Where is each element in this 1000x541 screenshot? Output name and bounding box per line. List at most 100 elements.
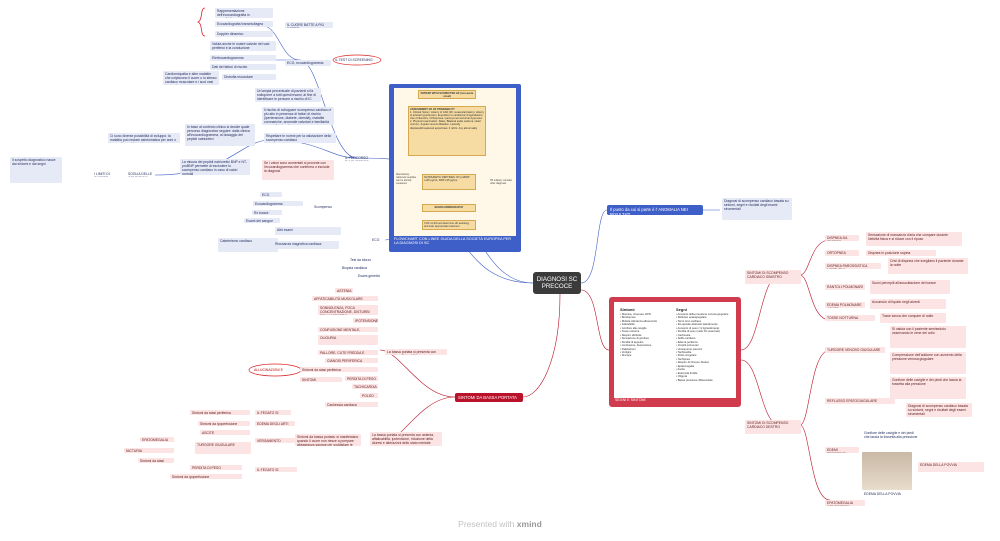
node-scompenso[interactable]: Scompenso sistolico e diastolico xyxy=(314,205,332,209)
node-mid-5[interactable]: Se i valori sono aumentati si procede co… xyxy=(262,160,334,180)
node-portata-desc-2[interactable]: La bassa portata si presenta con astenia… xyxy=(370,432,442,446)
node-affaticabilita[interactable]: AFFATICABILITÀ MUSCOLARE xyxy=(312,296,378,301)
branch-anomalia[interactable]: Il punto da cui si parte è l' ANOMALIA N… xyxy=(607,205,703,217)
node-genetic[interactable]: Esami genetici xyxy=(358,274,381,278)
node-top-2[interactable]: Ecocardiografia transesofagea xyxy=(215,21,273,27)
link-right-blue xyxy=(580,209,608,284)
node-tvg-desc-2[interactable]: Compressione dell'addome con aumento del… xyxy=(890,352,966,374)
node-sonnolenza[interactable]: SONNOLENZA, POCA CONCENTRAZIONE, DISTURB… xyxy=(318,305,378,315)
node-test[interactable]: Test da sforzo xyxy=(350,258,372,262)
node-rmn[interactable]: Risonanza magnetica cardiaca xyxy=(273,241,339,249)
node-epatomegalia[interactable]: EPATOMEGALIA CONGESTIZIA xyxy=(825,500,865,506)
node-altri[interactable]: Altri esami xyxy=(275,227,341,235)
node-eap-desc[interactable]: Accumulo di liquido negli alveoli xyxy=(870,299,946,309)
node-mid-2[interactable]: In base al contesto clinico si decide qu… xyxy=(185,124,255,146)
node-ipoperfusione[interactable]: Sintomi da ipoperfusione xyxy=(198,421,250,426)
node-ortopnea-desc[interactable]: Dispnea in posizione supina xyxy=(866,250,936,256)
node-cath[interactable]: Cateterismo cardiaco xyxy=(218,238,278,252)
node-ascite[interactable]: ASCITE xyxy=(200,430,250,435)
node-dispnea-desc[interactable]: Sensazione di mancanza d'aria che compar… xyxy=(866,232,962,246)
node-top-1[interactable]: Rappresentazione dell'ecocardiografia in… xyxy=(215,8,273,18)
node-oliguria[interactable]: OLIGURIA xyxy=(318,335,378,345)
node-right-blue-sub[interactable]: Diagnosi di scompenso cardiaco basata su… xyxy=(722,198,792,220)
node-polso[interactable]: POLSO PICCOLO xyxy=(360,393,378,398)
node-tosse-desc[interactable]: Tosse secca che compare di notte xyxy=(880,313,946,323)
node-photo-desc[interactable]: EDEMA DELLA POVVIA xyxy=(918,462,984,472)
node-perdita-2[interactable]: PERDITA DI PESO xyxy=(190,465,242,470)
node-sx-heart[interactable]: SINTOMI DI SCOMPENSO CARDIACO SINISTRO xyxy=(745,270,801,284)
node-top-5[interactable]: Valuta anche le nostre valvole dei vasi … xyxy=(210,41,276,51)
node-ipotensione[interactable]: IPOTENSIONE xyxy=(353,318,378,323)
node-rantoli[interactable]: RANTOLI POLMONARI xyxy=(825,284,865,290)
node-top-3[interactable]: Doppler dinamico xyxy=(215,31,273,37)
sign-item-19: • Bassa pressione differenziale xyxy=(676,378,713,382)
node-top-9[interactable]: Cardiomiopatia e altre malattie che colp… xyxy=(163,71,219,85)
node-fegato-2[interactable]: IL FEGATO SI INGROSSA xyxy=(255,467,297,472)
node-reflux[interactable]: REFLUSSO EPATOGIUGULARE xyxy=(825,398,895,404)
node-perdita[interactable]: PERDITA DI PESO xyxy=(345,376,378,381)
node-top-12[interactable]: Un'ampia percentuale di pazienti si fa s… xyxy=(255,88,321,102)
node-ecg-main[interactable]: ECG xyxy=(372,238,380,242)
node-mid-3[interactable]: Rispettare le norme per la valutazione d… xyxy=(264,133,336,143)
node-dx-heart[interactable]: SINTOMI DI SCOMPENSO CARDIACO DESTRO xyxy=(745,420,801,434)
node-top-6[interactable]: Elettrocardiogramma xyxy=(210,55,276,61)
node-dpn-desc[interactable]: Crisi di dispnea che svegliano il pazien… xyxy=(888,258,968,274)
node-esami[interactable]: Esami del sangue xyxy=(244,218,280,223)
node-left-3[interactable]: I LIMITI DI QUESTO xyxy=(94,172,110,177)
node-portata-desc[interactable]: Sintomi da bassa portata: si manifestano… xyxy=(295,434,361,446)
node-mid-4[interactable]: La misura dei peptidi natriuretici BNP e… xyxy=(180,159,250,175)
node-gastro[interactable]: SINTOMI GASTROINTESTINALI xyxy=(300,377,342,382)
node-biopsy[interactable]: Biopsia cardiaca xyxy=(342,266,367,270)
node-pallore[interactable]: PALLORE, CUTE FREDDA E SUDATA xyxy=(318,350,378,355)
node-tachi[interactable]: TACHICARDIA xyxy=(352,384,378,389)
flowchart-card[interactable]: PATIENT WITH SUSPECTED HF (non-acute ons… xyxy=(389,84,521,252)
node-tosse[interactable]: TOSSE NOTTURNA xyxy=(825,315,875,321)
node-confusione[interactable]: CONFUSIONE MENTALE, LIPOTIMIA xyxy=(318,327,378,332)
node-top-8[interactable]: ECG, ecocardiogramma xyxy=(285,60,331,66)
node-edemi-desc[interactable]: Gonfiore delle caviglie e dei piedi che … xyxy=(864,431,918,440)
sign-item-15: • Epatomegalia xyxy=(676,364,695,368)
node-cachessia[interactable]: Cachessia cardiaca xyxy=(325,402,378,407)
node-left-4[interactable]: SOGLIA DELLE CONDIZIONI xyxy=(128,172,153,177)
node-left-1[interactable]: Ci sono diverse possibilità di sviluppo:… xyxy=(108,133,180,143)
node-rantoli-desc[interactable]: Suoni percepiti all'auscultazione del to… xyxy=(870,280,950,294)
node-stasi-2[interactable]: Sintomi da stasi periferica xyxy=(138,458,174,463)
node-epato[interactable]: EPATOMEGALIA xyxy=(140,437,174,442)
symptom-item-4: • Gonfiore alle caviglie xyxy=(620,326,647,330)
node-cianosi[interactable]: CIANOSI PERIFERICA xyxy=(325,358,378,363)
node-edemi[interactable]: EDEMI PERIFERICI xyxy=(825,447,859,453)
node-astenia[interactable]: ASTENIA xyxy=(335,288,353,293)
node-echo[interactable]: Ecocardiogramma xyxy=(253,201,303,206)
node-tachicardia[interactable]: Sintomi da stasi periferica xyxy=(300,367,378,372)
node-fegato[interactable]: IL FEGATO SI INGROSSA xyxy=(255,410,291,415)
signs-card[interactable]: Sintomi • Dispnea, ortopnea, DPN• Bendop… xyxy=(609,297,741,407)
node-turgore[interactable]: TURGORE GIUGULARE xyxy=(195,442,251,454)
node-percorso[interactable]: IL PERCORSO DIAGNOSTICO xyxy=(345,156,369,161)
node-top-4[interactable]: IL CUORE BATTE A PIÙ BATTITI xyxy=(285,22,333,28)
node-allucinazioni[interactable]: ALLUCINAZIONI E DISTURBI DEL SONNO xyxy=(254,368,283,372)
fc-left: Alternatively: natriuretic peptides can … xyxy=(396,173,417,185)
node-tvg-desc[interactable]: Si valuta con il paziente semiseduto oss… xyxy=(890,326,966,348)
node-ortopnea[interactable]: ORTOPNEA xyxy=(825,250,859,256)
node-eap[interactable]: EDEMA POLMONARE ACUTO xyxy=(825,302,865,308)
node-edema-arti[interactable]: EDEMA DEGLI ARTI INFERIORI xyxy=(255,421,295,426)
node-ecg[interactable]: ECG xyxy=(260,192,282,197)
node-ipoperfusione-2[interactable]: Sintomi da ipoperfusione xyxy=(170,474,242,479)
node-dispnea[interactable]: DISPNEA DA SFORZO xyxy=(825,235,859,241)
node-reflux-desc[interactable]: Gonfiore delle caviglie e dei piedi che … xyxy=(890,377,966,399)
branch-bassa-portata[interactable]: SINTOMI DA BASSA PORTATA xyxy=(455,393,523,402)
node-nicturia[interactable]: NICTURIA xyxy=(124,448,174,453)
node-dpn[interactable]: DISPNEA PAROSSISTICA NOTTURNA xyxy=(825,263,881,269)
node-reflux-desc-2[interactable]: Diagnosi di scompenso cardiaco basata su… xyxy=(906,403,972,417)
node-mid-1[interactable]: Il rischio di sviluppare scompenso cardi… xyxy=(262,107,334,125)
node-top-10[interactable]: Distrofia muscolare xyxy=(222,74,276,80)
node-left-2[interactable]: Il sospetto diagnostico nasce dai sintom… xyxy=(10,157,62,183)
central-topic[interactable]: DIAGNOSI SC PRECOCE xyxy=(533,272,581,294)
node-versamento[interactable]: VERSAMENTO PLEURICO xyxy=(255,438,295,443)
node-stasi[interactable]: Sintomi da stasi periferica xyxy=(190,410,250,415)
node-bassa-portata-sub[interactable]: La bassa portata si presenta con astenia… xyxy=(385,349,447,355)
node-tvg[interactable]: TURGORE VENOSO GIUGULARE xyxy=(825,347,885,353)
node-screening[interactable]: IL TEST DI SCREENING xyxy=(335,58,373,62)
node-top-7[interactable]: Dati dei fattori di rischio xyxy=(210,64,276,70)
node-rx[interactable]: Rx torace xyxy=(252,210,282,215)
